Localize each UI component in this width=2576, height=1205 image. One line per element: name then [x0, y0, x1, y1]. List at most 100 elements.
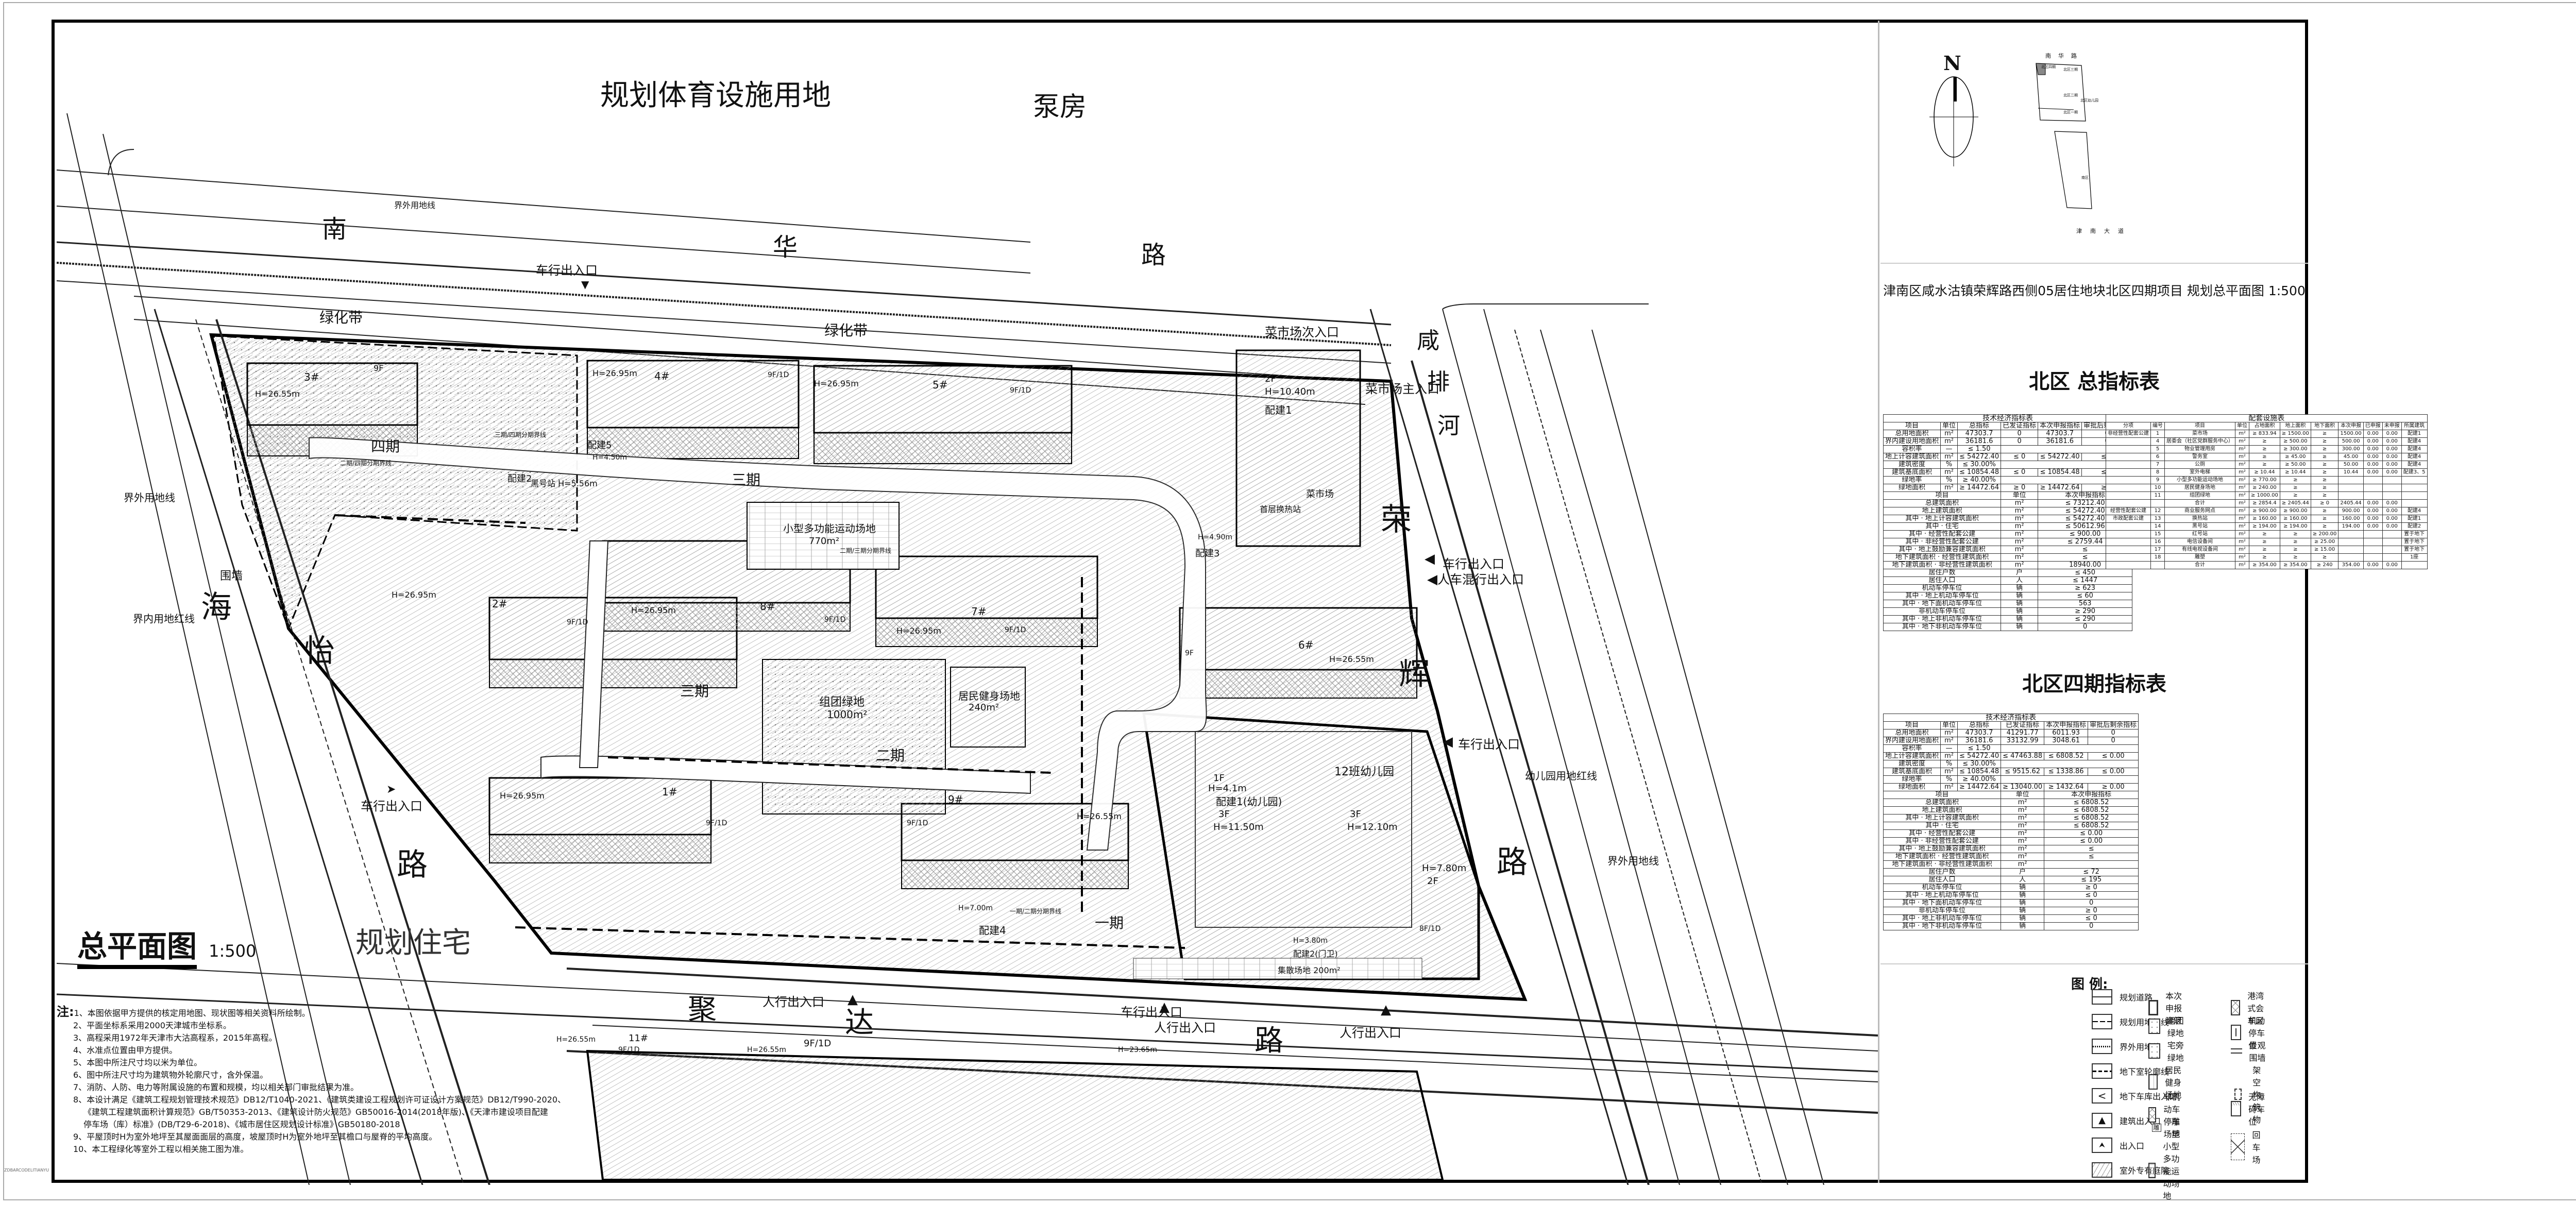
legend-building-entrance-icon: ▲: [2092, 1113, 2112, 1128]
cell: 300.00: [2338, 445, 2364, 453]
cell: ≥ 0: [2044, 884, 2139, 892]
project-title: 津南区咸水沽镇荣辉路西侧05居住地块北区四期项目 规划总平面图 1:500: [1883, 283, 2306, 298]
cell: 0.00: [2382, 468, 2402, 477]
loc-road-south-4: 道: [2118, 228, 2132, 234]
legend-garage-entrance-icon: <: [2092, 1088, 2112, 1104]
cell: m²: [2235, 476, 2249, 484]
cell: ≤ 54272.40: [1957, 752, 2002, 760]
cell: 辆: [2001, 615, 2039, 623]
cell: [2106, 561, 2151, 569]
cell: 居委会（社区党群服务中心）: [2164, 437, 2235, 446]
cell: ≤ 6808.52: [2044, 806, 2139, 814]
cell: [2363, 491, 2383, 500]
building-2s-floors: 9F/1D: [804, 1038, 832, 1049]
label-fitness-area-value: 240m²: [969, 702, 999, 713]
label-phase-4: 四期: [371, 438, 400, 455]
compass-n-label: N: [1943, 52, 1961, 75]
cell: 配建1: [2401, 515, 2428, 523]
building-3-floors: 9F: [374, 363, 384, 373]
building-2-id: 2#: [492, 598, 507, 610]
cell: m²: [1940, 437, 1958, 446]
label-market-secondary-entrance: 菜市场次入口: [1265, 325, 1339, 340]
cell: [2106, 546, 2151, 554]
loc-road-north-1: 南: [2045, 53, 2058, 59]
cell: ≥ 15.00: [2310, 546, 2339, 554]
drawing-scale: 1:500: [209, 941, 257, 961]
cell: 8: [2150, 468, 2165, 477]
cell: 0.00: [2363, 437, 2383, 446]
cell: 配建4: [2401, 507, 2428, 515]
label-sports-court-area: 770m²: [809, 536, 840, 547]
cell: [2338, 484, 2364, 492]
cell: [2106, 553, 2151, 562]
legend-landscape-wall-icon: [2231, 1048, 2242, 1054]
building-5-id: 5#: [933, 379, 948, 391]
table-row: 建筑密度%≤ 30.00%: [1883, 760, 2139, 768]
cell: m²: [2235, 530, 2249, 538]
road-nanhua-char-2: 华: [773, 233, 798, 262]
cell: ≤ 1338.86: [2044, 768, 2089, 776]
cell: ≥ 500.00: [2279, 437, 2311, 446]
phase4-heading: 北区四期指标表: [2022, 672, 2166, 696]
table-row: 机动车停车位辆≥ 0: [1883, 884, 2139, 892]
building-9-floors: 9F/1D: [907, 819, 928, 827]
cell: 0.00: [2382, 453, 2402, 461]
cell: 其中 · 地上机动车停车位: [1883, 592, 2002, 600]
legend-label: 港湾式会车区: [2247, 991, 2264, 1026]
fitness-area: [950, 667, 1026, 748]
cell: ≥ 833.94: [2249, 430, 2280, 438]
cell: ≥: [2310, 445, 2339, 453]
cell: ≥ 200.00: [2310, 530, 2339, 538]
note-8: 8、本设计满足《建筑工程规划管理技术规范》DB12/T1040-2021、《建筑…: [73, 1095, 566, 1105]
road-ronghui-char-2: 辉: [1399, 656, 1430, 692]
cell: 容积率: [1883, 445, 1941, 453]
cell: 建筑基底面积: [1883, 768, 1941, 776]
building-9-height: H=26.55m: [1077, 811, 1122, 821]
cell: ≥ 240.00: [2249, 484, 2280, 492]
road-haiyi-char-2: 怡: [304, 633, 335, 669]
north-total-caption: 技术经济指标表: [1883, 414, 2133, 422]
legend-sports-court-icon: [2148, 1163, 2156, 1178]
legend-boundary-icon: [2092, 1039, 2112, 1054]
cell: [2001, 775, 2139, 784]
cell: [2363, 484, 2383, 492]
cell: [2106, 484, 2151, 492]
cell: 33132.99: [2001, 737, 2045, 745]
site-plan-drawing: [56, 113, 1878, 1185]
cell: 其中 · 地上鼓励兼容建筑面积: [1883, 546, 2002, 554]
cell: ≤ 1.50: [1957, 744, 2002, 753]
cell: 500.00: [2338, 437, 2364, 446]
label-phase-line-1-2: 一期/二期分期界线: [1010, 908, 1062, 915]
cell: ≤ 0: [2001, 468, 2039, 477]
ancillary-3-height: H=4.90m: [1198, 533, 1233, 541]
cell: 0.00: [2382, 515, 2402, 523]
cell: 其中 · 地下面机动车停车位: [1883, 899, 2002, 907]
p4-sh-1: 单位: [2001, 791, 2045, 799]
label-phase-1: 一期: [1095, 914, 1124, 931]
label-kindergarten-redline: 幼儿园用地红线: [1525, 770, 1597, 782]
cell: ≥ 290: [2038, 607, 2133, 616]
label-phase-line-2-4: 二期/四期分期界线: [340, 460, 392, 467]
north-total-table: 技术经济指标表 项目 单位 总指标 已发证指标 本次申报指标 审批后剩余指标 总…: [1883, 414, 2133, 631]
entrance-arrow-south-1-icon: ▲: [848, 992, 858, 1007]
cell: 354.00: [2338, 561, 2364, 569]
cell: 机动车停车位: [1883, 884, 2002, 892]
cell: ≤ 290: [2038, 615, 2133, 623]
cell: 其中 · 地下面机动车停车位: [1883, 600, 2002, 608]
cell: m²: [1940, 768, 1958, 776]
note-9: 9、平屋顶时H为室外地坪至其屋面面层的高度，坡屋顶时H为室外地坪至其檐口与屋脊的…: [73, 1132, 437, 1142]
note-5: 5、本图中所注尺寸均以米为单位。: [73, 1058, 202, 1067]
legend-separator: [1880, 963, 2308, 964]
cell: ≥ 0: [2044, 907, 2139, 915]
cell: [2338, 546, 2364, 554]
cell: ≥ 25.00: [2310, 538, 2339, 546]
cell: 换热站: [2164, 515, 2235, 523]
label-mixed-entrance: 人车混行出入口: [1437, 572, 1524, 587]
